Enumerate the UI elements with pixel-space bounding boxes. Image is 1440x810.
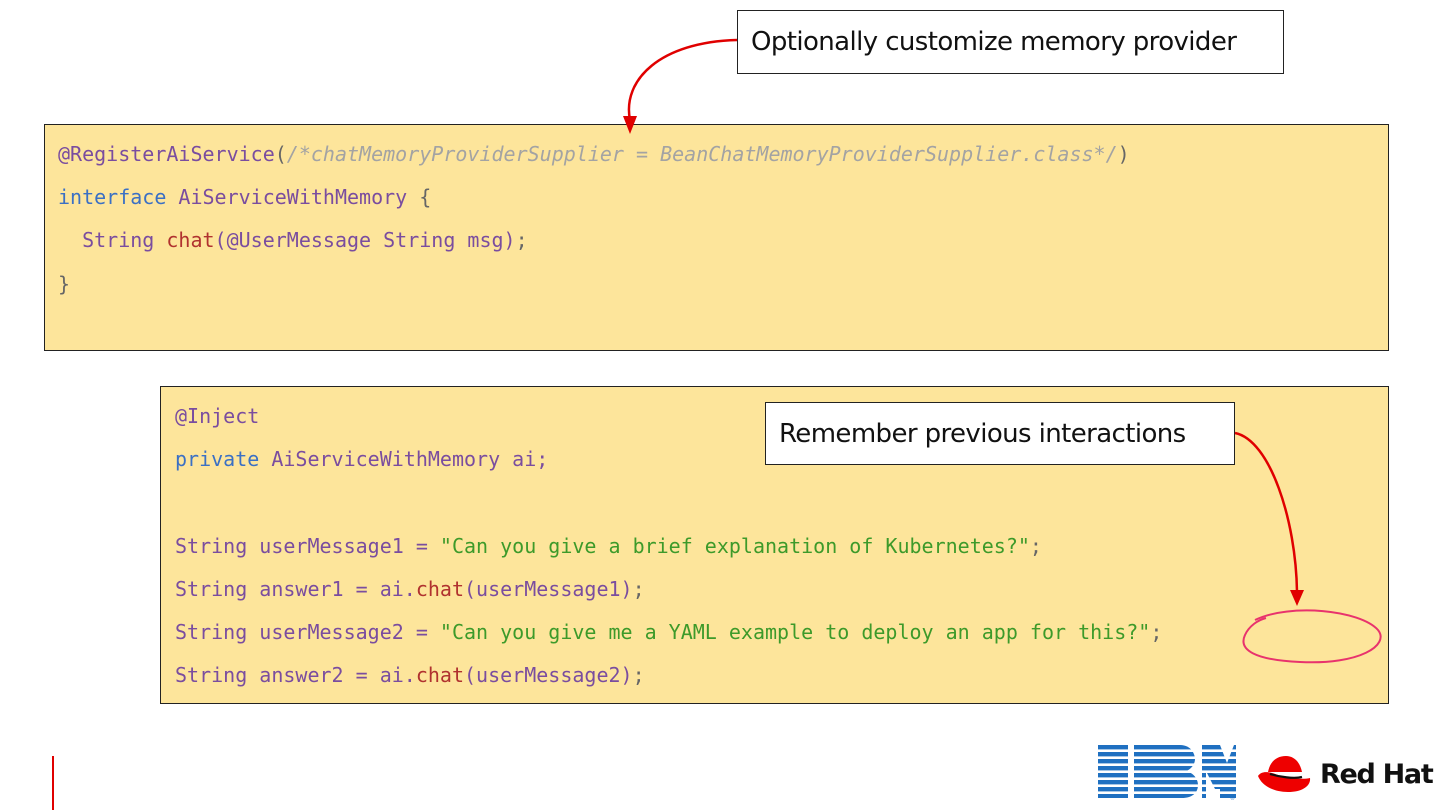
code-block-register-ai-service (44, 124, 1389, 351)
code-line-answer-1: String answer1 = ai.chat(userMessage1); (175, 577, 645, 601)
semicolon: ; (515, 228, 528, 252)
comment-memory-provider: /*chatMemoryProviderSupplier = BeanChatM… (286, 142, 1118, 166)
callout-memory-provider: Optionally customize memory provider (737, 10, 1284, 74)
method-chat: chat (415, 663, 464, 687)
code-line-private-field: private AiServiceWithMemory ai; (175, 447, 548, 471)
field-declaration: AiServiceWithMemory ai; (259, 447, 549, 471)
redhat-logo: Red Hat (1258, 756, 1435, 792)
ibm-logo: ® (1098, 745, 1236, 801)
keyword-private: private (175, 447, 260, 471)
call-args: (userMessage2) (464, 663, 633, 687)
semicolon: ; (1029, 534, 1042, 558)
code-line-interface-declaration: interface AiServiceWithMemory { (58, 185, 431, 209)
code-line-chat-method: String chat(@UserMessage String msg); (58, 228, 528, 252)
red-hat-icon (1258, 756, 1311, 792)
code-line-register-annotation: @RegisterAiService(/*chatMemoryProviderS… (58, 142, 1130, 166)
keyword-interface: interface (58, 185, 167, 209)
arrow-to-memory-provider (627, 38, 738, 121)
declaration-user-message-2: String userMessage2 = (175, 620, 440, 644)
interface-name: AiServiceWithMemory (166, 185, 408, 209)
return-type: String (58, 228, 167, 252)
declaration-answer-1: String answer1 = ai. (175, 577, 416, 601)
svg-text:®: ® (1230, 795, 1235, 801)
code-line-answer-2: String answer2 = ai.chat(userMessage2); (175, 663, 645, 687)
code-line-user-message-1: String userMessage1 = "Can you give a br… (175, 534, 1042, 558)
code-line-brace-close: } (58, 272, 71, 296)
declaration-user-message-1: String userMessage1 = (175, 534, 440, 558)
brace-open: { (407, 185, 432, 209)
call-args: (userMessage1) (464, 577, 633, 601)
annotation-register-ai-service: @RegisterAiService (58, 142, 275, 166)
paren-close: ) (1117, 142, 1130, 166)
slide-accent-bar (52, 756, 54, 810)
redhat-wordmark: Red Hat (1320, 759, 1434, 790)
semicolon: ; (632, 663, 645, 687)
method-chat: chat (415, 577, 464, 601)
declaration-answer-2: String answer2 = ai. (175, 663, 416, 687)
method-chat: chat (166, 228, 215, 252)
method-params: (@UserMessage String msg) (214, 228, 516, 252)
semicolon: ; (1150, 620, 1163, 644)
semicolon: ; (632, 577, 645, 601)
code-line-inject-annotation: @Inject (175, 404, 260, 428)
callout-remember-interactions: Remember previous interactions (765, 402, 1235, 465)
string-literal-yaml: "Can you give me a YAML example to deplo… (439, 620, 1151, 644)
string-literal-kubernetes: "Can you give a brief explanation of Kub… (439, 534, 1030, 558)
paren-open: ( (274, 142, 287, 166)
code-line-user-message-2: String userMessage2 = "Can you give me a… (175, 620, 1162, 644)
